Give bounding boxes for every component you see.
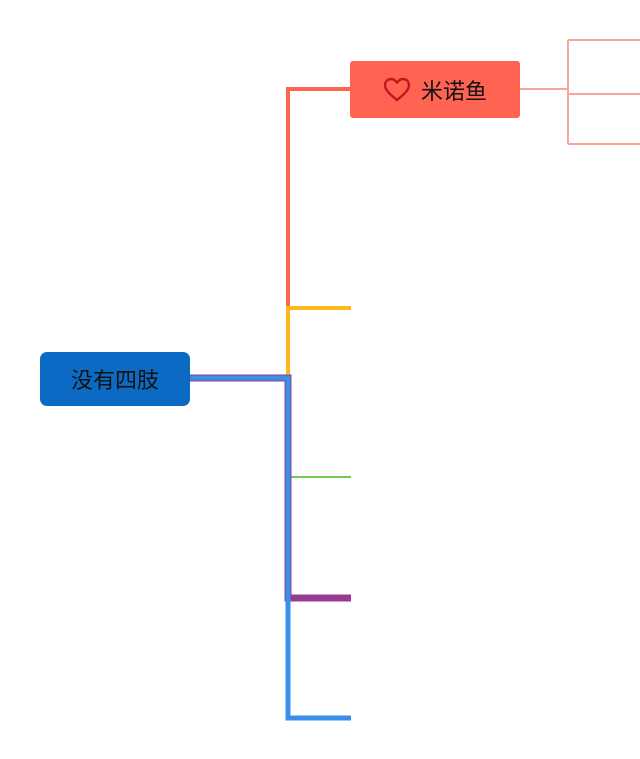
branch-connector-red [286, 87, 350, 378]
branch-connector-blue [190, 375, 351, 721]
branch-connector-yellow [286, 306, 351, 378]
subtopic-label: 米诺鱼 [420, 79, 487, 105]
heart-icon [383, 77, 411, 103]
branch-connector-purple [190, 374, 351, 602]
subtopic-node[interactable]: 米诺鱼 [350, 61, 520, 118]
leaf-connectors [520, 39, 640, 145]
root-topic-label: 没有四肢 [70, 369, 159, 394]
root-topic-node[interactable]: 没有四肢 [40, 352, 190, 406]
branch-connector-green [287, 378, 351, 478]
